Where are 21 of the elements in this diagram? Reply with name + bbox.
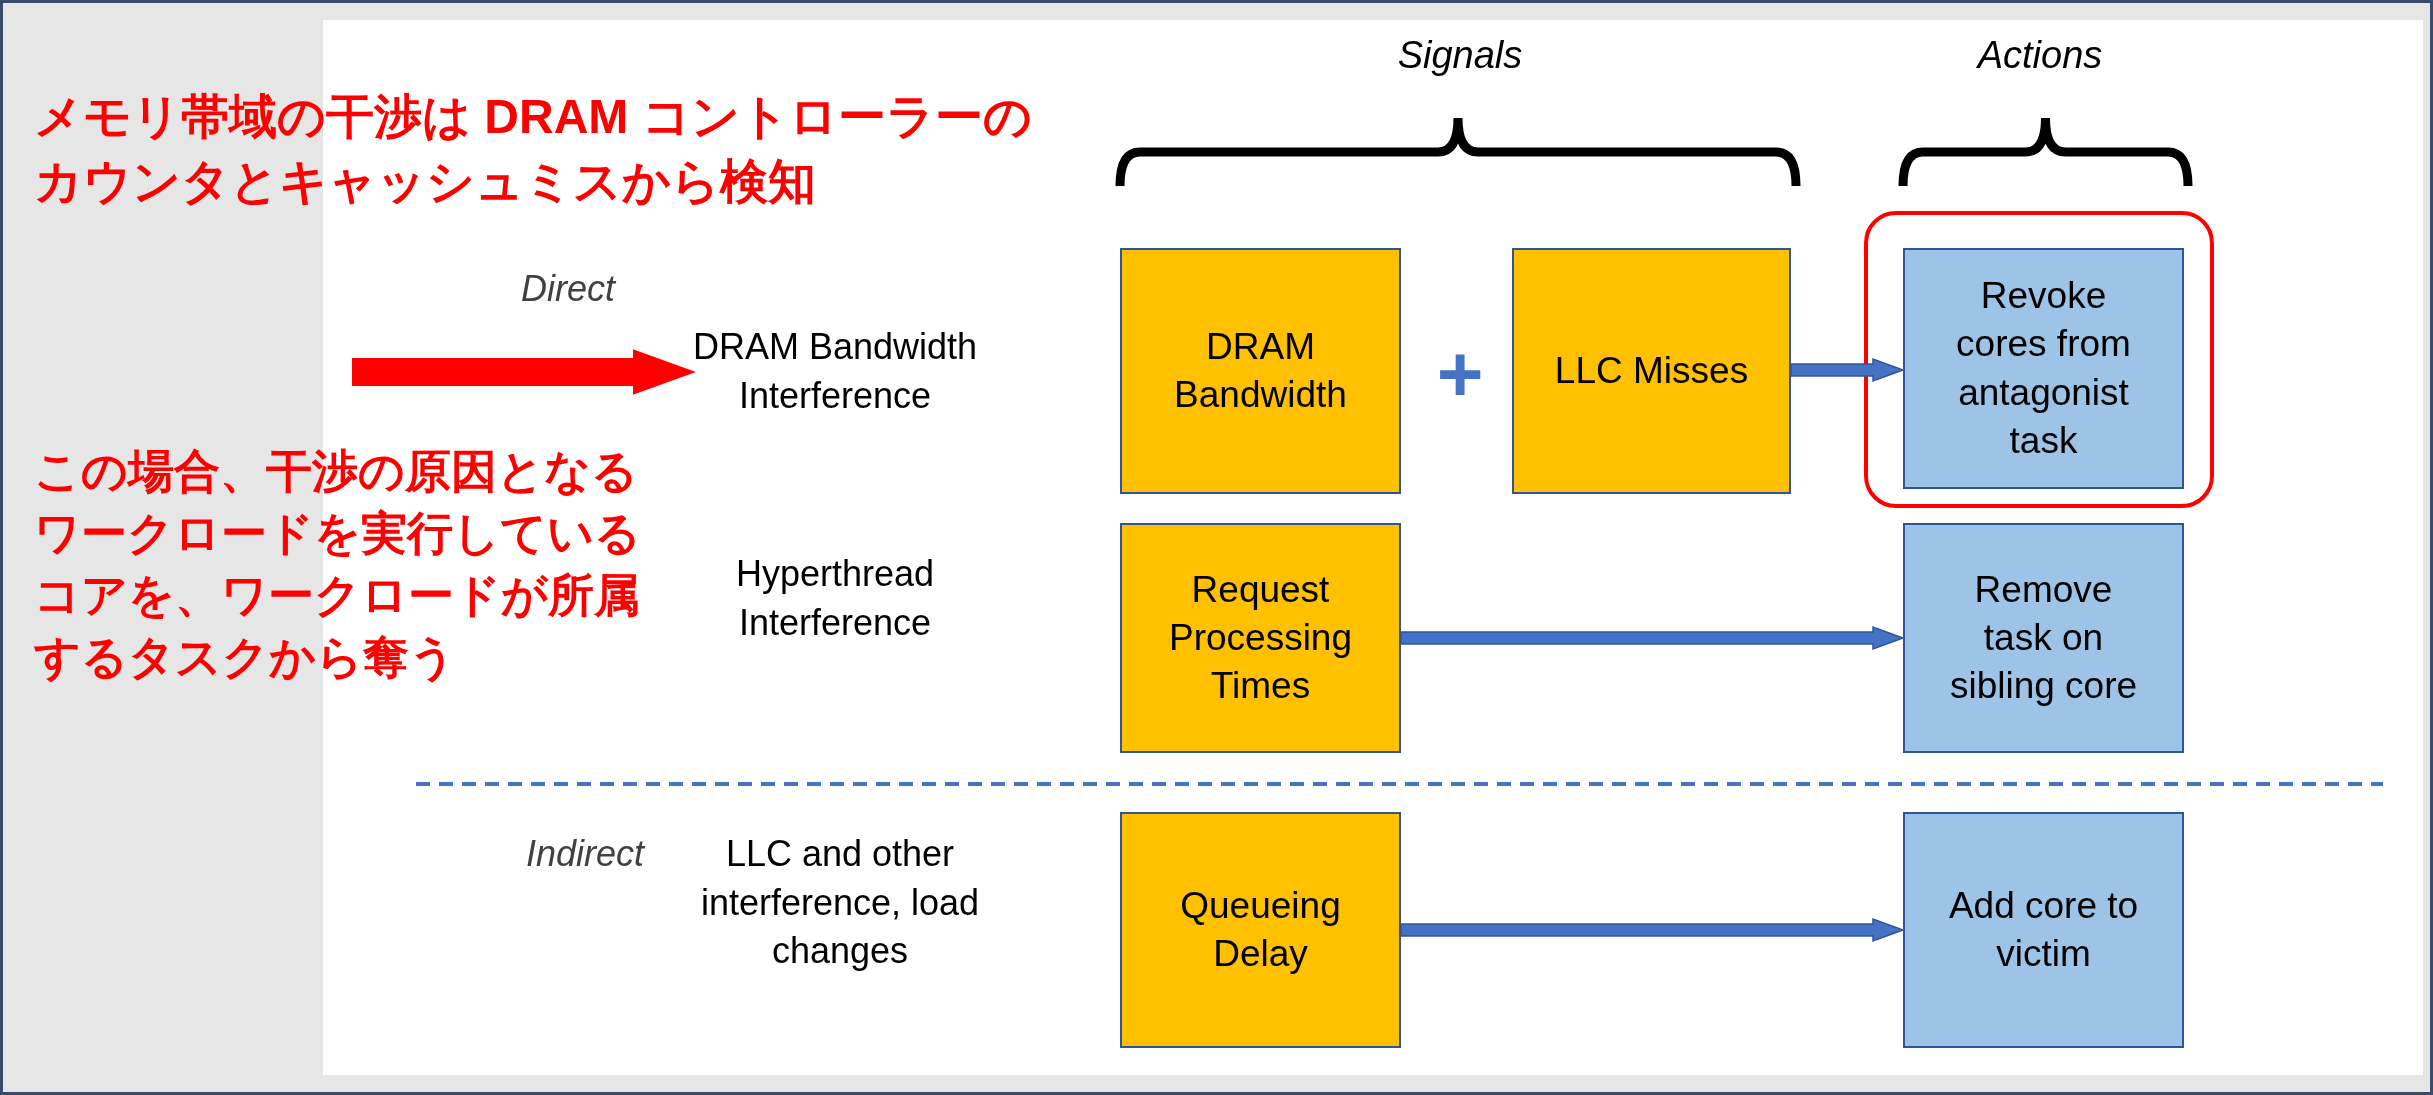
signal-box: DRAM Bandwidth bbox=[1120, 248, 1401, 494]
signal-box: Queueing Delay bbox=[1120, 812, 1401, 1048]
arrow bbox=[1400, 917, 1906, 943]
arrow bbox=[1400, 625, 1906, 651]
row-heading: Hyperthread Interference bbox=[734, 552, 936, 645]
row-category: Direct bbox=[520, 267, 615, 311]
action-box: Add core to victim bbox=[1903, 812, 2184, 1048]
row-category: Indirect bbox=[524, 832, 644, 876]
column-heading: Signals bbox=[1396, 33, 1524, 78]
annotation-text: この場合、干渉の原因となるワークロードを実行しているコアを、ワークロードが所属するタスクから奪う bbox=[34, 444, 642, 686]
column-heading: Actions bbox=[1975, 33, 2104, 78]
signal-box: LLC Misses bbox=[1512, 248, 1791, 494]
row-heading: DRAM Bandwidth Interference bbox=[690, 297, 980, 447]
action-box: Remove task on sibling core bbox=[1903, 523, 2184, 753]
row-heading: LLC and other interference, load changes bbox=[699, 832, 981, 974]
signal-box: Request Processing Times bbox=[1120, 523, 1401, 753]
arrow bbox=[1790, 357, 1906, 383]
arrow bbox=[352, 349, 696, 395]
annotation-text: メモリ帯域の干渉は DRAM コントローラーのカウンタとキャッシュミスから検知 bbox=[34, 89, 1033, 210]
action-box: Revoke cores from antagonist task bbox=[1903, 248, 2184, 489]
plus-sign: + bbox=[1435, 328, 1485, 420]
